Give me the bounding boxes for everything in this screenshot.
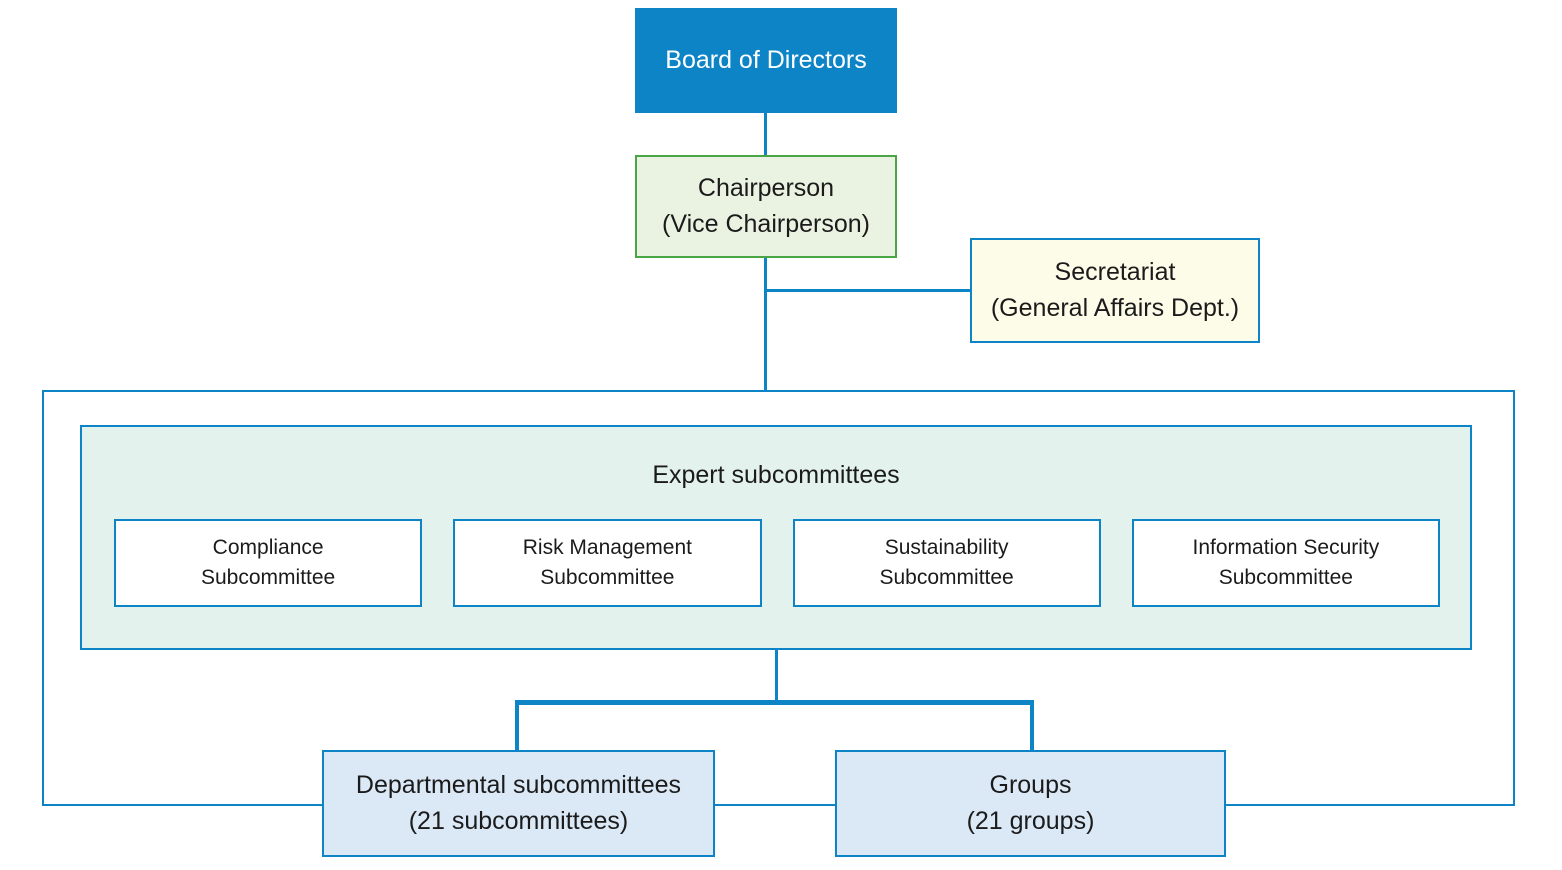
compliance-subcommittee-label-line2: Subcommittee bbox=[201, 566, 336, 589]
secretariat-label-line1: Secretariat bbox=[1054, 258, 1176, 286]
connector-board-to-chairperson bbox=[764, 112, 767, 156]
information-security-subcommittee-label-line2: Subcommittee bbox=[1218, 566, 1353, 589]
risk-management-subcommittee-box: Risk Management Subcommittee bbox=[453, 519, 762, 607]
connector-bottom-horizontal bbox=[515, 700, 1034, 705]
information-security-subcommittee-box: Information Security Subcommittee bbox=[1131, 519, 1440, 607]
departmental-subcommittees-label-line2: (21 subcommittees) bbox=[408, 806, 629, 835]
connector-to-secretariat bbox=[766, 289, 970, 292]
sustainability-subcommittee-box: Sustainability Subcommittee bbox=[792, 519, 1101, 607]
groups-box: Groups (21 groups) bbox=[835, 750, 1226, 857]
compliance-subcommittee-box: Compliance Subcommittee bbox=[114, 519, 423, 607]
board-of-directors-box: Board of Directors bbox=[635, 8, 897, 113]
subcommittee-row: Compliance Subcommittee Risk Management … bbox=[114, 519, 1440, 607]
connector-drop-groups bbox=[1030, 703, 1034, 751]
departmental-subcommittees-box: Departmental subcommittees (21 subcommit… bbox=[322, 750, 715, 857]
expert-subcommittees-panel: Expert subcommittees Compliance Subcommi… bbox=[80, 425, 1472, 650]
compliance-subcommittee-label-line1: Compliance bbox=[212, 536, 324, 560]
connector-expert-drop bbox=[775, 648, 778, 704]
groups-label-line2: (21 groups) bbox=[966, 806, 1095, 835]
groups-label-line1: Groups bbox=[989, 771, 1072, 799]
risk-management-subcommittee-label-line1: Risk Management bbox=[522, 536, 692, 560]
sustainability-subcommittee-label-line2: Subcommittee bbox=[879, 566, 1014, 589]
secretariat-box: Secretariat (General Affairs Dept.) bbox=[970, 238, 1260, 343]
committee-outer-container bbox=[42, 390, 1515, 806]
risk-management-subcommittee-label-line2: Subcommittee bbox=[540, 566, 675, 589]
chairperson-box: Chairperson (Vice Chairperson) bbox=[635, 155, 897, 258]
expert-subcommittees-title: Expert subcommittees bbox=[652, 461, 900, 489]
sustainability-subcommittee-label-line1: Sustainability bbox=[884, 536, 1009, 560]
information-security-subcommittee-label-line1: Information Security bbox=[1192, 536, 1380, 560]
connector-drop-departmental bbox=[515, 703, 519, 751]
departmental-subcommittees-label-line1: Departmental subcommittees bbox=[355, 771, 682, 799]
board-of-directors-label: Board of Directors bbox=[665, 45, 867, 74]
chairperson-label-line1: Chairperson bbox=[697, 174, 835, 202]
chairperson-label-line2: (Vice Chairperson) bbox=[662, 209, 870, 238]
secretariat-label-line2: (General Affairs Dept.) bbox=[990, 293, 1240, 322]
connector-chairperson-to-container bbox=[764, 257, 767, 392]
